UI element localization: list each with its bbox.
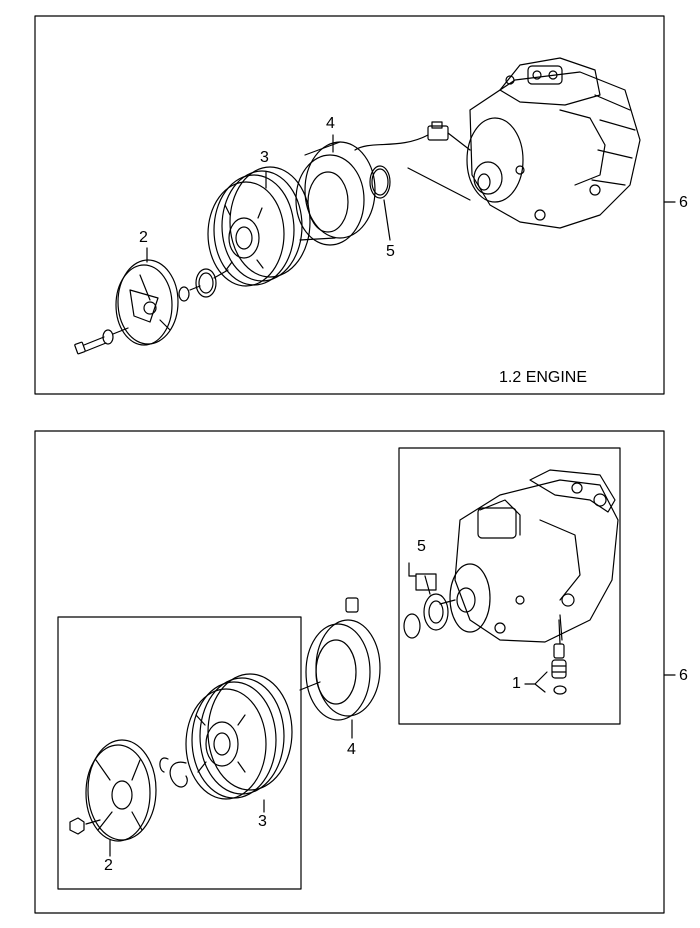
callout-leader-1 <box>524 671 548 693</box>
field-coil-connector-top <box>354 121 471 151</box>
callout-5-top: 5 <box>386 243 395 260</box>
engine-note: 1.2 ENGINE <box>499 369 588 386</box>
callout-6-top: 6 <box>679 194 688 211</box>
callout-2-bottom: 2 <box>104 857 113 874</box>
relief-valve-bottom <box>551 619 567 695</box>
field-coil-bottom <box>305 597 381 721</box>
top-panel-frame <box>34 15 665 395</box>
callout-leader-5-top <box>383 199 391 241</box>
callout-5-bottom: 5 <box>417 538 426 555</box>
nut-bottom <box>69 817 101 835</box>
compressor-assembly-top <box>466 57 641 229</box>
snap-ring-clutch-bottom <box>169 761 188 788</box>
callout-1: 1 <box>512 675 521 692</box>
pulley-bottom <box>185 673 293 800</box>
coil-link-bottom <box>299 681 321 691</box>
field-coil-top <box>295 141 376 246</box>
bottom-panel-frame <box>34 430 665 914</box>
pressure-plate-bottom <box>85 739 157 842</box>
shaft-seal-bottom <box>415 573 449 631</box>
callout-2-top: 2 <box>139 229 148 246</box>
callout-4-top: 4 <box>326 115 335 132</box>
callout-6-bottom: 6 <box>679 667 688 684</box>
snap-ring-bottom <box>403 613 421 639</box>
clutch-subframe <box>57 616 302 890</box>
pulley-top <box>207 166 311 287</box>
shim-ring-top <box>195 268 217 298</box>
callout-3-bottom: 3 <box>258 813 267 830</box>
snap-ring-top <box>369 165 391 199</box>
callout-3-top: 3 <box>260 149 269 166</box>
pressure-plate-top <box>115 259 179 346</box>
shaft-leader-top <box>407 167 471 201</box>
compressor-subframe <box>398 447 621 725</box>
spacer-washer-top <box>178 286 190 302</box>
bolt-top <box>74 327 129 355</box>
callout-leader-5-bottom <box>408 562 431 595</box>
callout-4-bottom: 4 <box>347 741 356 758</box>
compressor-assembly-bottom <box>439 469 619 643</box>
